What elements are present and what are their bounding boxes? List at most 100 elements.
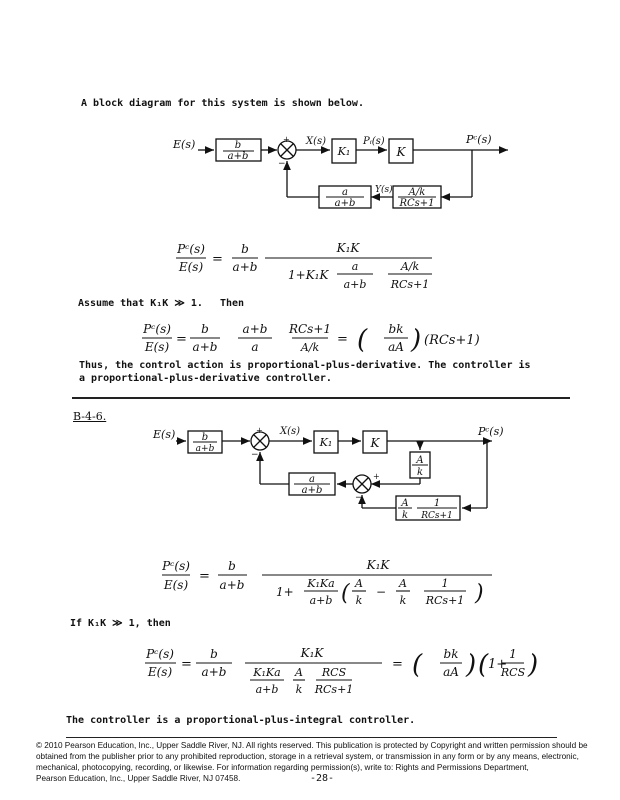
eq1-den-f1-num: a bbox=[352, 260, 359, 273]
equation-4: Pᶜ(s) E(s) = b a+b K₁K K₁Ka a+b A k RCS … bbox=[145, 646, 538, 696]
eq4-lhs-num: Pᶜ(s) bbox=[145, 647, 174, 661]
d2-ratio-den: a+b bbox=[196, 444, 215, 454]
d2-fb-ratio-num: a bbox=[309, 474, 315, 485]
eq3-lhs-den: E(s) bbox=[163, 578, 189, 592]
d1-fb-ratio-den: a+b bbox=[335, 198, 356, 209]
d1-k1-label: K₁ bbox=[337, 145, 351, 158]
eq3-ratio-den: a+b bbox=[220, 578, 245, 592]
page-number: -28- bbox=[310, 773, 335, 784]
problem-label: B-4-6. bbox=[73, 410, 107, 423]
svg-text:): ) bbox=[465, 650, 476, 680]
eq2-f3-den: A/k bbox=[300, 341, 320, 354]
eq3-den-f3-num: A bbox=[398, 577, 407, 590]
eq4-tail-den: RCS bbox=[500, 666, 526, 679]
equation-1: Pᶜ(s) E(s) = b a+b K₁K 1+K₁K a a+b A/k R… bbox=[176, 241, 432, 291]
svg-text:=: = bbox=[392, 657, 403, 672]
eq2-lparen: ( bbox=[357, 325, 368, 355]
thus-line-1: Thus, the control action is proportional… bbox=[79, 360, 531, 371]
eq2-rhs-num: bk bbox=[389, 322, 404, 336]
eq4-den-f1-den: a+b bbox=[256, 683, 279, 696]
eq4-tail-num: 1 bbox=[509, 647, 517, 661]
conclusion-text: The controller is a proportional-plus-in… bbox=[66, 715, 416, 726]
d2-lag1-den: k bbox=[402, 510, 408, 521]
footer-line-1: © 2010 Pearson Education, Inc., Upper Sa… bbox=[36, 741, 588, 750]
intro-text: A block diagram for this system is shown… bbox=[81, 98, 364, 109]
thus-line-2: a proportional-plus-derivative controlle… bbox=[79, 373, 332, 384]
eq4-rhs-den: aA bbox=[443, 665, 459, 679]
d2-ratio-num: b bbox=[202, 432, 208, 443]
eq1-equals: = bbox=[212, 252, 223, 267]
d2-input-label: E(s) bbox=[152, 428, 175, 441]
d1-k-label: K bbox=[396, 145, 407, 159]
svg-text:): ) bbox=[527, 650, 538, 680]
eq4-rhs-num: bk bbox=[444, 647, 459, 661]
eq1-num: K₁K bbox=[336, 241, 361, 255]
equation-3: Pᶜ(s) E(s) = b a+b K₁K 1+ K₁Ka a+b ( A k… bbox=[161, 558, 492, 607]
d2-lag2-den: RCs+1 bbox=[420, 511, 453, 521]
svg-text:+: + bbox=[256, 426, 263, 435]
eq2-equals-2: = bbox=[337, 332, 348, 347]
d2-lag1-num: A bbox=[400, 498, 408, 509]
eq1-den-f2-num: A/k bbox=[400, 260, 420, 273]
d1-minus-sign: − bbox=[278, 159, 286, 169]
d2-ak-den: k bbox=[417, 467, 423, 478]
eq3-den-prefix: 1+ bbox=[276, 585, 294, 599]
then-text: Then bbox=[220, 298, 245, 309]
d1-fb-tf-den: RCs+1 bbox=[398, 198, 434, 209]
eq2-rhs-tail: (RCs+1) bbox=[424, 333, 480, 348]
eq4-den-f2-den: k bbox=[296, 683, 303, 696]
svg-text:−: − bbox=[251, 450, 259, 460]
eq4-den-f3-den: RCs+1 bbox=[314, 683, 354, 696]
svg-text:+: + bbox=[373, 472, 380, 481]
d2-block-k1 bbox=[313, 430, 339, 454]
section-divider bbox=[72, 397, 570, 399]
eq2-f2-den: a bbox=[251, 340, 258, 354]
eq3-num: K₁K bbox=[366, 558, 391, 572]
eq3-minus: − bbox=[376, 585, 386, 599]
d2-k1-label: K₁ bbox=[319, 436, 333, 449]
svg-text:=: = bbox=[181, 657, 192, 672]
eq1-lhs-den: E(s) bbox=[178, 260, 204, 274]
eq3-den-f1-den: a+b bbox=[310, 594, 333, 607]
eq2-f2-num: a+b bbox=[243, 322, 268, 336]
d1-block-k1 bbox=[331, 138, 357, 164]
eq3-den-f1-num: K₁Ka bbox=[306, 577, 334, 590]
assume-text: Assume that K₁K ≫ 1. bbox=[78, 298, 203, 309]
svg-text:1+: 1+ bbox=[488, 657, 507, 672]
eq1-den-prefix: 1+K₁K bbox=[288, 268, 329, 282]
eq4-ratio-num: b bbox=[210, 647, 218, 661]
eq1-den-f2-den: RCs+1 bbox=[390, 278, 430, 291]
d1-signal-pi: Pᵢ(s) bbox=[362, 136, 385, 147]
equation-2: Pᶜ(s) E(s) = b a+b a+b a RCs+1 A/k = ( b… bbox=[142, 322, 480, 355]
d1-signal-y: Y(s) bbox=[375, 184, 393, 195]
svg-text:(: ( bbox=[412, 650, 423, 680]
footer-line-3: mechanical, photocopying, recording, or … bbox=[36, 763, 529, 772]
eq3-den-f4-den: RCs+1 bbox=[425, 594, 465, 607]
d2-block-k bbox=[362, 430, 388, 454]
eq4-den-f2-num: A bbox=[294, 666, 303, 679]
svg-text:(: ( bbox=[478, 650, 489, 680]
eq1-lhs-num: Pᶜ(s) bbox=[176, 242, 205, 256]
d1-fb-ratio-num: a bbox=[342, 187, 348, 198]
d2-k-label: K bbox=[370, 436, 381, 450]
eq4-lhs-den: E(s) bbox=[147, 665, 173, 679]
eq4-num: K₁K bbox=[300, 646, 325, 660]
eq1-ratio-num: b bbox=[241, 242, 249, 256]
eq2-equals-1: = bbox=[176, 332, 187, 347]
d2-output-label: Pᶜ(s) bbox=[477, 425, 504, 438]
eq3-den-f2-num: A bbox=[354, 577, 363, 590]
eq2-f1-den: a+b bbox=[193, 340, 218, 354]
footer-line-4: Pearson Education, Inc., Upper Saddle Ri… bbox=[36, 774, 241, 783]
block-diagram-2: E(s) b a+b + − X(s) K₁ K Pᶜ(s) A k a a+b… bbox=[152, 425, 504, 521]
eq3-lhs-num: Pᶜ(s) bbox=[161, 559, 190, 573]
svg-text:): ) bbox=[474, 581, 484, 606]
eq2-rparen: ) bbox=[410, 325, 421, 355]
d1-ratio-num: b bbox=[235, 140, 241, 151]
block-diagram-1: E(s) b a+b + − X(s) K₁ Pᵢ(s) K Pᶜ(s) Y(s… bbox=[172, 133, 508, 209]
eq4-den-f3-num: RCS bbox=[321, 666, 347, 679]
d2-block-b-over-ab bbox=[187, 430, 223, 454]
eq1-den-f1-den: a+b bbox=[344, 278, 367, 291]
d2-lag2-num: 1 bbox=[434, 498, 440, 509]
eq2-lhs-num: Pᶜ(s) bbox=[142, 322, 171, 336]
d1-ratio-den: a+b bbox=[228, 151, 249, 162]
